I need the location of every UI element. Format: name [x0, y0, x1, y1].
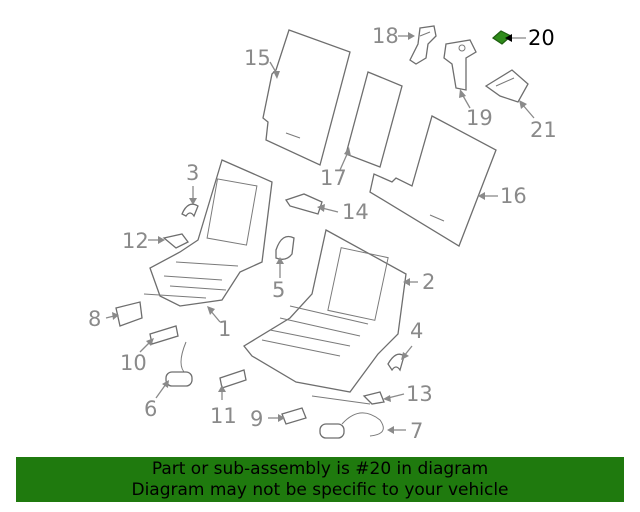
- callout-13: 13: [406, 382, 433, 406]
- callout-6: 6: [144, 397, 157, 421]
- callout-11: 11: [210, 404, 237, 428]
- callout-4: 4: [410, 319, 423, 343]
- notice-line-2: Diagram may not be specific to your vehi…: [131, 480, 509, 500]
- callout-16: 16: [500, 184, 527, 208]
- callout-19: 19: [466, 106, 493, 130]
- callout-18: 18: [372, 24, 399, 48]
- leader-lines: [105, 32, 535, 434]
- part-12-trim: [162, 233, 189, 249]
- part-4-clip: [387, 353, 405, 372]
- part-17-center-panel: [345, 71, 403, 168]
- diagram-notice-banner: Part or sub-assembly is #20 in diagram D…: [16, 457, 624, 502]
- callout-labels: 15 17 16 18 19 20 21 3 14 12 5 2 1 8 4 1…: [88, 24, 557, 443]
- part-9-bracket: [281, 407, 307, 425]
- part-13-bracket: [362, 391, 385, 405]
- part-7-cable-motor: [319, 412, 384, 439]
- part-3-clip: [181, 203, 199, 218]
- part-18-bracket: [409, 25, 437, 65]
- callout-12: 12: [122, 229, 149, 253]
- part-16-right-back-panel: [369, 115, 497, 247]
- part-5-hinge: [275, 235, 295, 260]
- callout-17: 17: [320, 166, 347, 190]
- part-11-trim: [219, 369, 247, 389]
- callout-21: 21: [530, 118, 557, 142]
- part-10-trim: [149, 325, 179, 345]
- part-8-trim: [115, 301, 143, 327]
- callout-8: 8: [88, 307, 101, 331]
- callout-1: 1: [218, 317, 231, 341]
- callout-14: 14: [342, 200, 369, 224]
- part-19-bracket: [443, 39, 477, 91]
- callout-15: 15: [244, 46, 271, 70]
- callout-10: 10: [120, 351, 147, 375]
- part-2-right-seat-frame: [243, 229, 407, 405]
- parts-diagram: 15 17 16 18 19 20 21 3 14 12 5 2 1 8 4 1…: [88, 24, 557, 443]
- callout-9: 9: [250, 407, 263, 431]
- callout-5: 5: [272, 278, 285, 302]
- callout-20: 20: [528, 26, 555, 50]
- callout-7: 7: [410, 419, 423, 443]
- part-1-left-seat-frame: [143, 159, 273, 307]
- part-6-cable-motor: [165, 341, 193, 387]
- part-15-back-panel: [262, 29, 351, 166]
- notice-line-1: Part or sub-assembly is #20 in diagram: [151, 459, 489, 479]
- callout-3: 3: [186, 161, 199, 185]
- callout-2: 2: [422, 270, 435, 294]
- part-21-cover: [484, 69, 529, 103]
- part-14-cover: [284, 193, 323, 215]
